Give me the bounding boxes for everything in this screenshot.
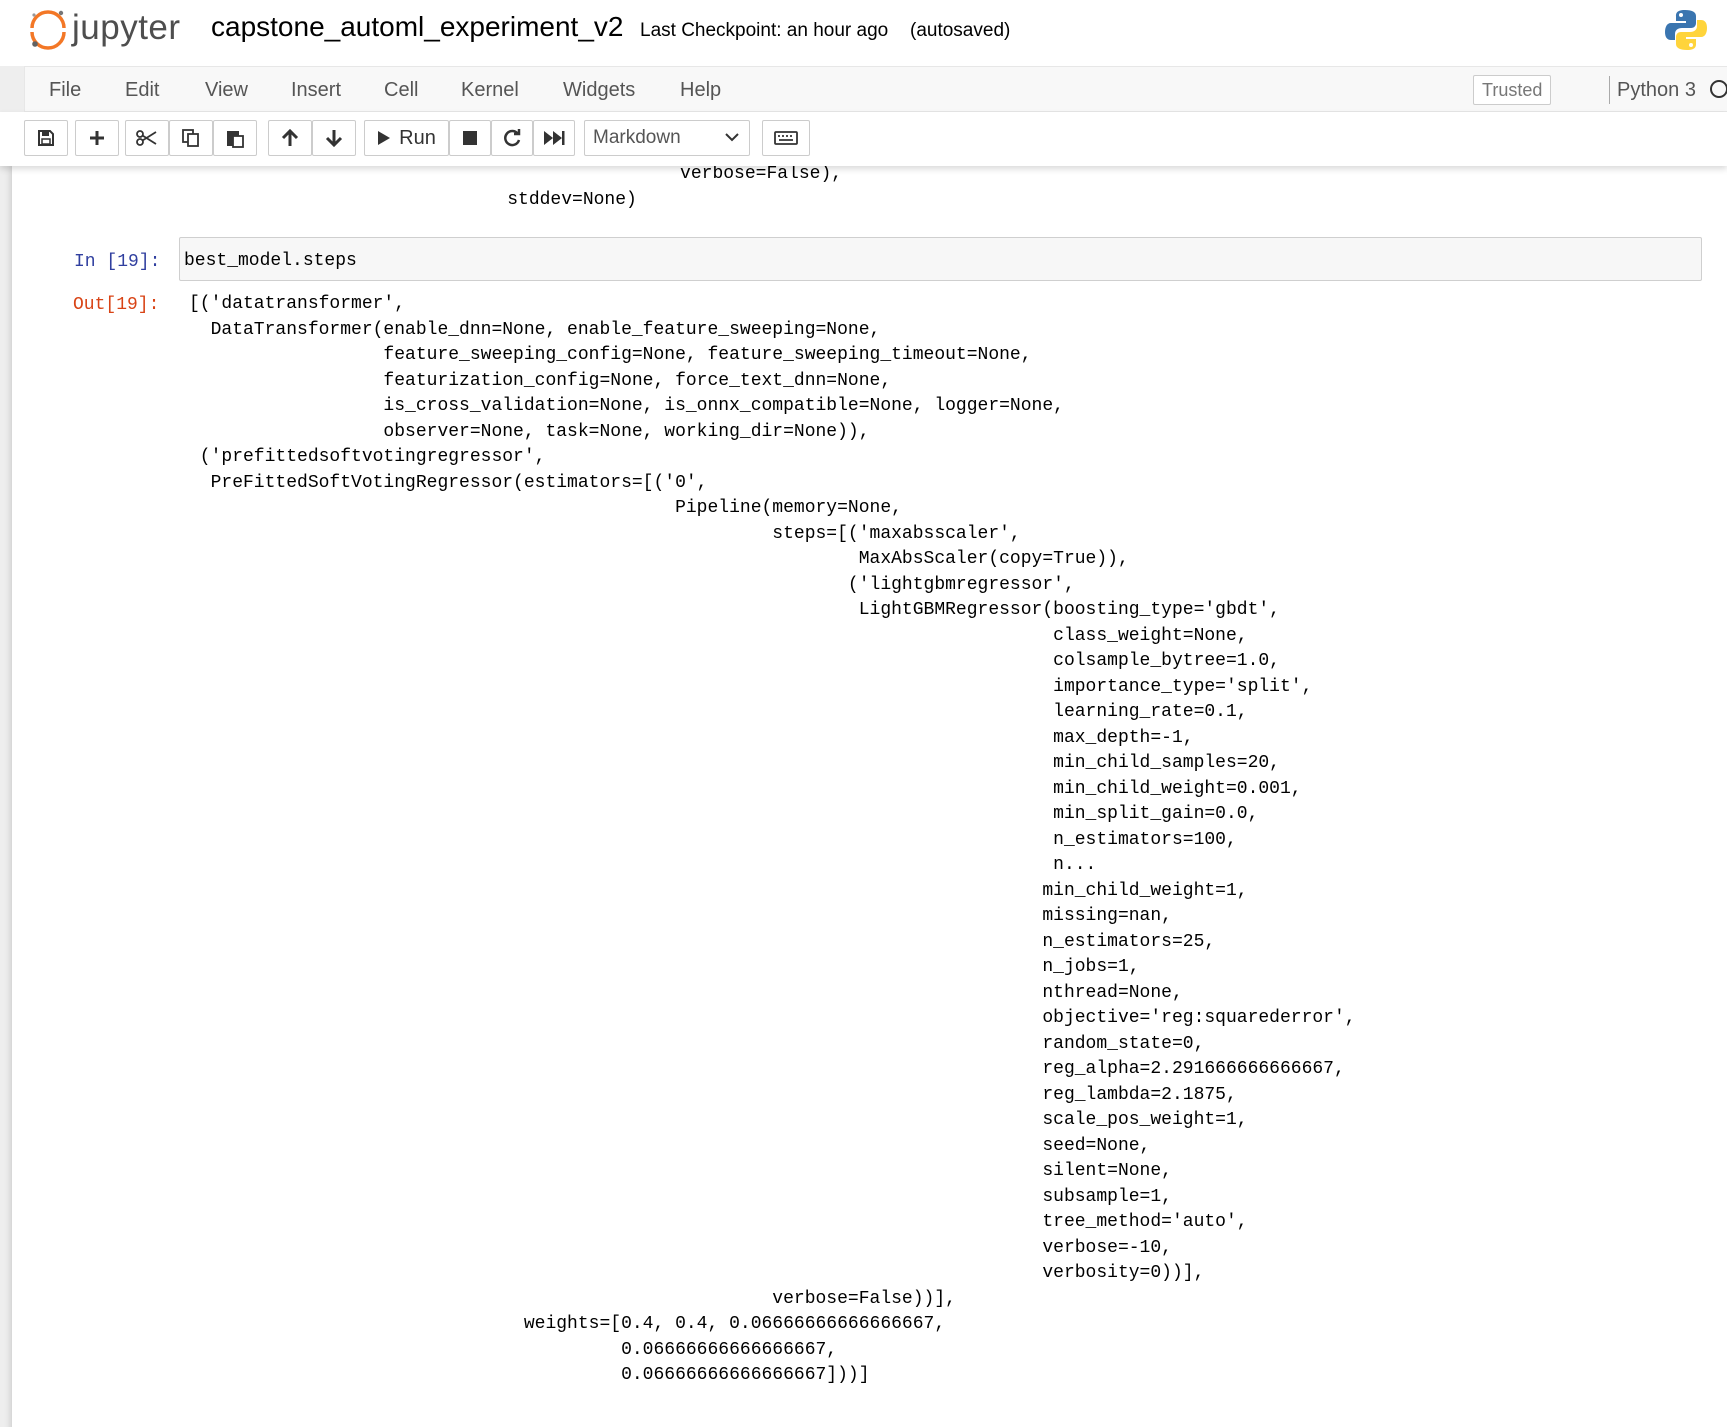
menu-kernel[interactable]: Kernel xyxy=(461,79,519,101)
chevron-down-icon xyxy=(725,133,739,142)
insert-cell-button[interactable] xyxy=(75,120,119,156)
output-prompt: Out[19]: xyxy=(73,295,160,315)
interrupt-button[interactable] xyxy=(449,120,491,156)
menu-cell[interactable]: Cell xyxy=(384,79,419,101)
code-cell-input[interactable] xyxy=(179,237,1702,281)
menu-insert[interactable]: Insert xyxy=(291,79,342,101)
cut-icon xyxy=(136,130,157,146)
save-icon xyxy=(38,130,54,146)
menu-view[interactable]: View xyxy=(205,79,248,101)
restart-button[interactable] xyxy=(491,120,533,156)
input-code: best_model.steps xyxy=(184,251,357,271)
move-down-button[interactable] xyxy=(312,120,356,156)
run-button[interactable]: Run xyxy=(364,120,449,156)
save-button[interactable] xyxy=(24,120,68,156)
cell-type-select[interactable]: Markdown xyxy=(584,120,750,156)
fast-forward-icon xyxy=(544,131,565,145)
kernel-divider xyxy=(1609,76,1610,104)
menubar: File Edit View Insert Cell Kernel Widget… xyxy=(24,66,1727,112)
menu-help[interactable]: Help xyxy=(680,79,722,101)
menu-file[interactable]: File xyxy=(49,79,82,101)
menu-edit[interactable]: Edit xyxy=(125,79,160,101)
cell-output-text: [('datatransformer', DataTransformer(ena… xyxy=(189,294,1356,1385)
paste-icon xyxy=(227,131,244,148)
previous-cell-output: verbose=False), stddev=None) xyxy=(507,166,843,210)
arrow-down-icon xyxy=(325,130,343,148)
run-label: Run xyxy=(399,126,436,149)
command-palette-button[interactable] xyxy=(762,120,810,156)
notebook-container: verbose=False), stddev=None) In [19]: be… xyxy=(12,166,1727,1427)
toolbar: Run Markdown xyxy=(0,112,1727,166)
stop-icon xyxy=(463,131,477,145)
arrow-up-icon xyxy=(281,128,299,146)
keyboard-icon xyxy=(774,131,798,145)
kernel-name[interactable]: Python 3 xyxy=(1617,79,1696,101)
restart-run-all-button[interactable] xyxy=(533,120,575,156)
header: jupyter capstone_automl_experiment_v2 La… xyxy=(0,0,1727,66)
menu-widgets[interactable]: Widgets xyxy=(563,79,636,101)
input-prompt: In [19]: xyxy=(74,252,161,272)
notebook-name[interactable]: capstone_automl_experiment_v2 xyxy=(211,11,624,42)
jupyter-logo[interactable]: jupyter xyxy=(28,6,198,50)
logo-text: jupyter xyxy=(72,8,181,47)
restart-icon xyxy=(504,129,521,147)
move-up-button[interactable] xyxy=(268,120,312,156)
run-icon xyxy=(378,131,391,145)
notebook-site[interactable]: verbose=False), stddev=None) In [19]: be… xyxy=(0,166,1727,1427)
python-logo-icon xyxy=(1665,10,1707,50)
paste-button[interactable] xyxy=(213,120,257,156)
last-checkpoint: Last Checkpoint: an hour ago xyxy=(640,20,889,41)
autosave-status: (autosaved) xyxy=(910,20,1011,41)
kernel-idle-icon xyxy=(1710,80,1727,98)
cut-button[interactable] xyxy=(125,120,169,156)
jupyter-orbit-icon xyxy=(30,10,66,50)
copy-button[interactable] xyxy=(169,120,213,156)
plus-icon xyxy=(90,131,104,145)
copy-icon xyxy=(182,129,199,147)
trusted-indicator[interactable]: Trusted xyxy=(1473,75,1552,105)
cell-type-value: Markdown xyxy=(593,127,681,148)
